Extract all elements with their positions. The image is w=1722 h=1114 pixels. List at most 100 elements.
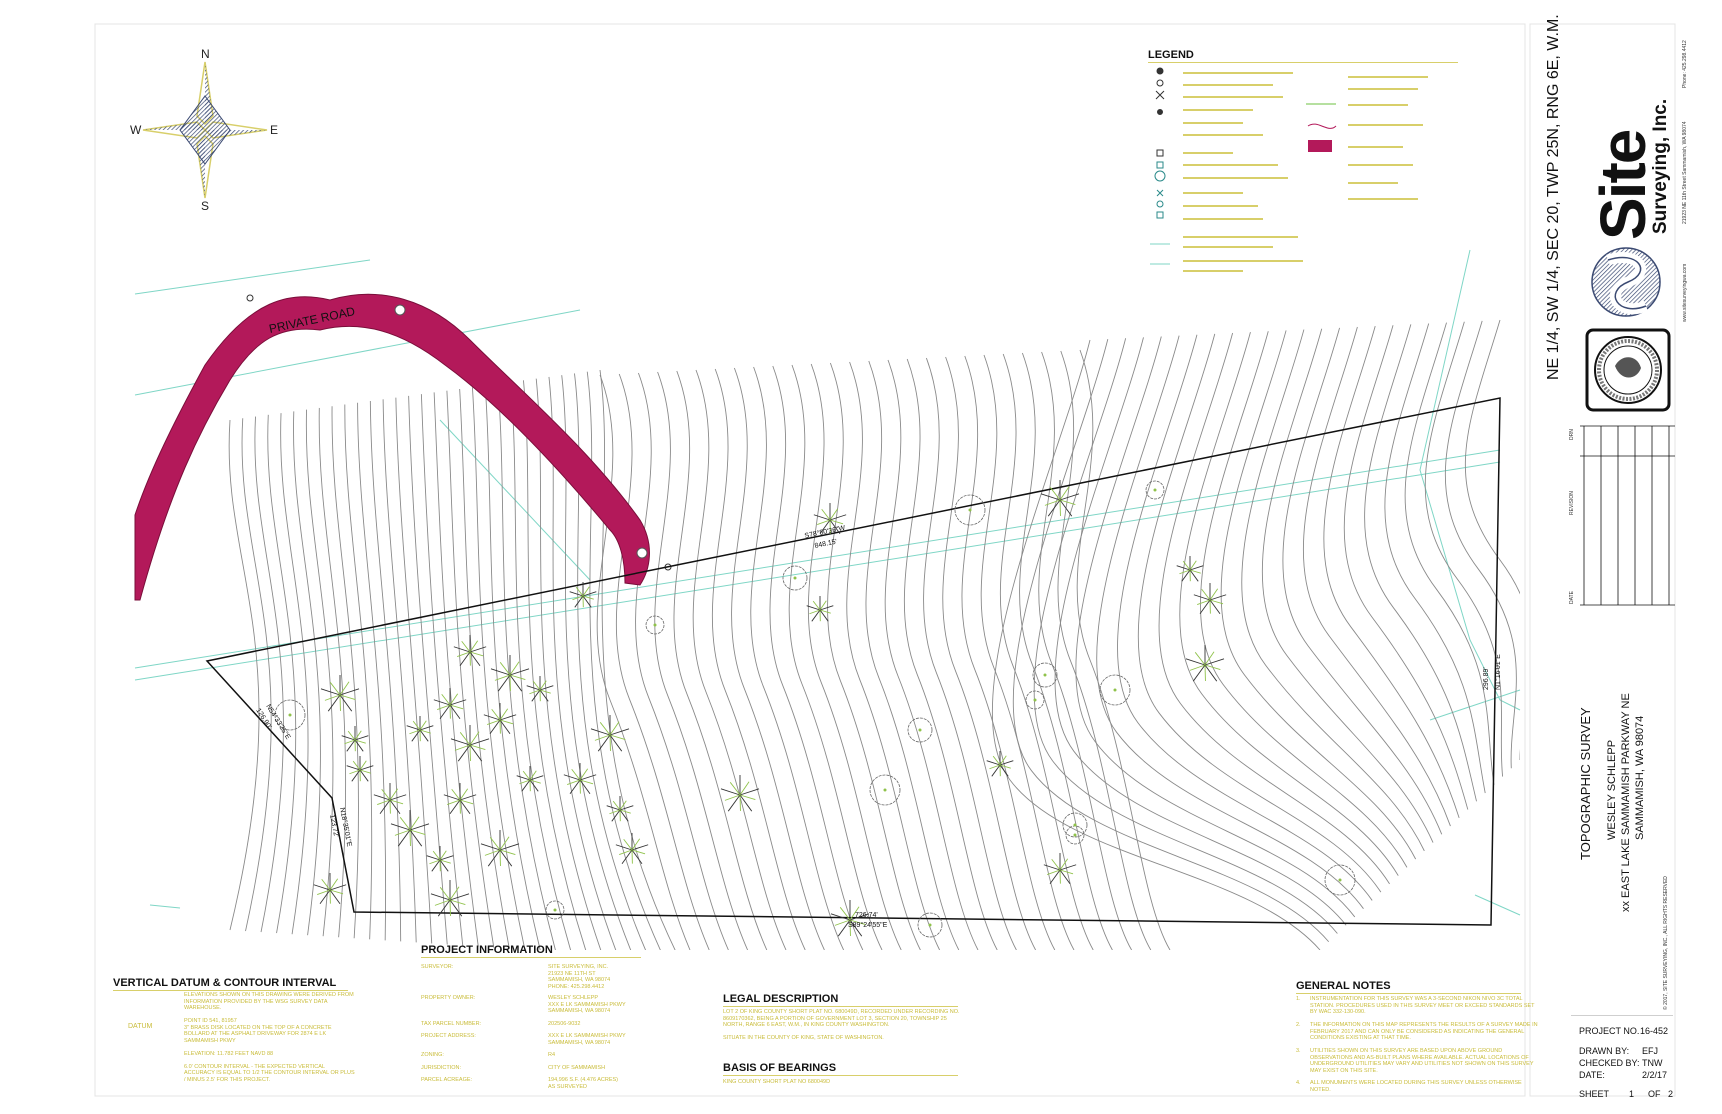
deciduous-tree — [1025, 690, 1045, 710]
contour-line — [769, 365, 864, 950]
project-info-label: PROJECT ADDRESS: — [421, 1033, 476, 1039]
project-info-value: 194,996 S.F. (4.476 ACRES) AS SURVEYED — [548, 1077, 619, 1090]
contour-line — [471, 387, 526, 950]
basis-of-bearings-title: BASIS OF BEARINGS — [723, 1062, 837, 1074]
conifer-tree — [1040, 480, 1080, 517]
contour-line — [459, 388, 510, 949]
legal-description-title: LEGAL DESCRIPTION — [723, 993, 839, 1005]
contour-line — [1179, 332, 1399, 876]
revision-header-drn: DRN — [1569, 429, 1575, 440]
contour-line — [1200, 331, 1408, 868]
legend-title: LEGEND — [1148, 49, 1194, 61]
general-note: 4. ALL MONUMENTS WERE LOCATED DURING THI… — [1296, 1080, 1522, 1106]
datum-text: ELEVATIONS SHOWN ON THIS DRAWING WERE DE… — [184, 992, 355, 1083]
top-distance-label: 848.15' — [814, 539, 838, 550]
compass-s: S — [201, 199, 209, 213]
note-number: 4. — [1296, 1080, 1301, 1086]
conifer-tree — [313, 873, 347, 905]
compass-e: E — [270, 123, 278, 137]
conifer-tree — [480, 830, 520, 867]
conifer-tree — [341, 726, 369, 752]
utility-marker — [636, 547, 648, 559]
contour-line — [673, 370, 768, 950]
conifer-tree — [516, 766, 544, 792]
vertical-datum-title: VERTICAL DATUM & CONTOUR INTERVAL — [113, 977, 337, 989]
surveyor-seal — [1585, 328, 1671, 412]
contour-line — [923, 357, 1017, 950]
contour-line — [596, 374, 691, 950]
project-info-label: PROPERTY OWNER: — [421, 995, 476, 1001]
contour-line — [961, 355, 1056, 950]
contour-line — [433, 392, 479, 947]
contour-line — [331, 406, 359, 939]
contour-line — [731, 367, 825, 950]
note-text: UTILITIES SHOWN ON THIS SURVEY ARE BASED… — [1310, 1048, 1534, 1074]
contour-line — [267, 414, 297, 934]
left-bottom-distance-label: 123.72' — [328, 814, 339, 838]
conifer-tree — [830, 900, 870, 937]
conifer-tree — [373, 783, 407, 815]
legend-underline — [1148, 62, 1458, 63]
contour-line — [497, 383, 556, 950]
company-phone: Phone: 425.298.4412 — [1682, 40, 1688, 88]
deciduous-tree — [1145, 480, 1165, 500]
project-info-label: SURVEYOR: — [421, 964, 454, 970]
contour-line — [1444, 320, 1517, 769]
project-info-label: PARCEL ACREAGE: — [421, 1077, 473, 1083]
contour-line — [305, 409, 334, 937]
bottom-distance-label: 726.74' — [855, 912, 878, 919]
conifer-tree — [430, 880, 470, 917]
revision-header-revision: REVISION — [1569, 491, 1575, 515]
contour-line — [599, 369, 676, 950]
company-logo-big: Site — [1587, 130, 1659, 240]
company-logo-mark — [1591, 247, 1661, 317]
copyright: © 2017, SITE SURVEYING, INC., ALL RIGHTS… — [1663, 876, 1669, 1010]
date-label: DATE: — [1579, 1070, 1605, 1080]
deciduous-tree — [917, 912, 943, 938]
contour-line — [484, 385, 541, 950]
contour-line — [991, 339, 1321, 950]
deciduous-tree — [1099, 674, 1131, 706]
contour-line — [1384, 323, 1486, 794]
contour-line — [586, 371, 661, 950]
conifer-tree — [1193, 583, 1227, 615]
conifer-tree — [563, 763, 597, 795]
vertical-datum-underline — [113, 990, 348, 991]
contour-line — [382, 399, 417, 943]
contour-line — [395, 397, 433, 944]
general-note: 3. UTILITIES SHOWN ON THIS SURVEY ARE BA… — [1296, 1048, 1534, 1074]
contour-line — [808, 363, 902, 950]
general-note: 2. THE INFORMATION ON THIS MAP REPRESENT… — [1296, 1022, 1538, 1048]
conifer-tree — [569, 582, 597, 608]
conifer-tree — [453, 635, 487, 667]
revision-header-date: DATE — [1569, 591, 1575, 604]
contour-line — [1158, 332, 1390, 885]
contour-line — [846, 361, 941, 950]
conifer-tree — [483, 703, 517, 735]
contour-line — [788, 364, 883, 950]
contour-line — [280, 413, 309, 935]
conifer-tree — [986, 751, 1014, 777]
contour-line — [1012, 339, 1330, 943]
contour-line — [1019, 352, 1113, 950]
conifer-tree — [346, 756, 374, 782]
contour-line — [1464, 319, 1520, 760]
contour-line — [228, 419, 260, 931]
sheet-total: 2 — [1668, 1089, 1674, 1099]
deciduous-tree — [869, 774, 901, 806]
deciduous-tree — [1032, 662, 1058, 688]
conifer-tree — [606, 796, 634, 822]
project-no-label: PROJECT NO. — [1579, 1026, 1640, 1036]
date-value: 2/2/17 — [1642, 1070, 1668, 1080]
north-arrow: N S W E — [130, 48, 278, 213]
contour-line — [510, 382, 572, 950]
project-info-row: PROPERTY OWNER: WESLEY SCHLEPP XXX E LK … — [421, 995, 626, 1021]
contour-line — [1241, 329, 1425, 852]
contour-line — [1404, 322, 1495, 785]
contour-line — [1000, 353, 1094, 950]
conifer-tree — [526, 676, 554, 702]
contour-line — [1261, 328, 1434, 843]
legal-description-underline — [723, 1006, 958, 1007]
